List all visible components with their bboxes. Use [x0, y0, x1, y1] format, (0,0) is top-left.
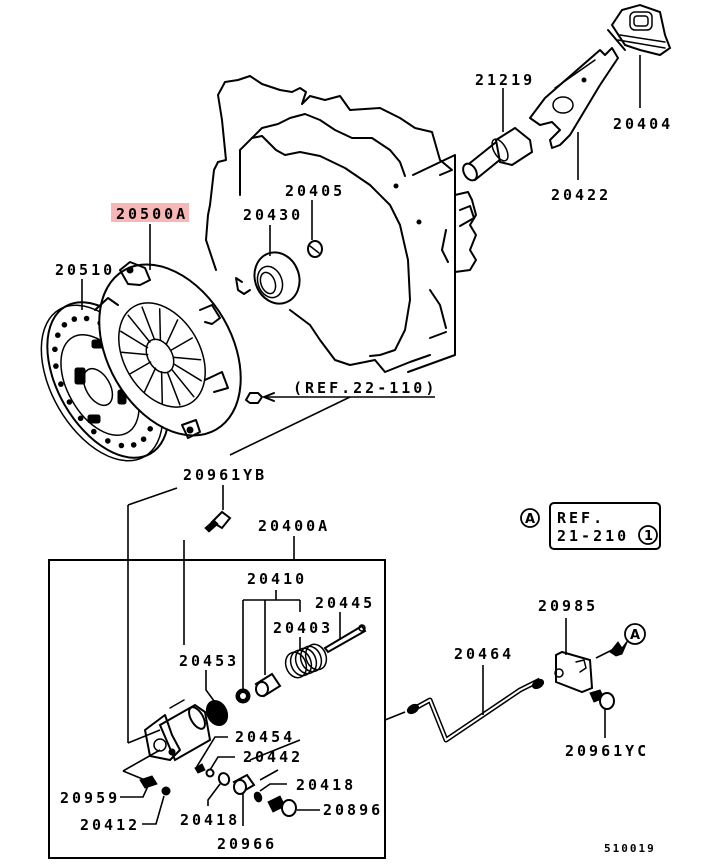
- clutch-tube: [249, 665, 545, 761]
- label-20453[interactable]: 20453: [179, 652, 239, 670]
- slave-cylinder-box: [48, 487, 386, 859]
- label-20410[interactable]: 20410: [247, 570, 307, 588]
- bolt-20959: [120, 749, 161, 798]
- diaphragm-finger: [171, 369, 195, 398]
- ref-box-circled-number: 1: [644, 529, 653, 544]
- bracket: [554, 618, 594, 694]
- facing-rivet: [91, 428, 97, 435]
- facing-rivet: [83, 315, 90, 322]
- union-bolt: [267, 795, 320, 817]
- gasket-left: [207, 772, 231, 806]
- marker-a-icon: A: [525, 512, 535, 527]
- part-labels: 20500A 20510 20430 20405 21219 20422 204…: [55, 71, 673, 855]
- facing-rivet: [118, 442, 125, 449]
- facing-rivet: [77, 415, 84, 422]
- label-21219[interactable]: 21219: [475, 71, 535, 89]
- label-20404[interactable]: 20404: [613, 115, 673, 133]
- facing-rivet: [52, 346, 58, 353]
- label-20985[interactable]: 20985: [538, 597, 598, 615]
- label-20418-right[interactable]: 20418: [296, 776, 356, 794]
- diaphragm-finger: [170, 337, 193, 351]
- bolt-20961yb: [204, 485, 232, 533]
- transmission-housing: [205, 75, 477, 373]
- highlight-20500a: [111, 203, 189, 222]
- leader-lines-top: [81, 55, 641, 310]
- facing-rivet: [147, 426, 153, 432]
- diaphragm-finger: [173, 356, 202, 361]
- label-20403[interactable]: 20403: [273, 619, 333, 637]
- facing-rivet: [53, 363, 59, 369]
- fork-boot: [607, 3, 672, 57]
- diaphragm-finger: [165, 319, 179, 345]
- push-rod: [323, 612, 367, 654]
- diaphragm-finger: [129, 361, 152, 375]
- label-20896[interactable]: 20896: [323, 801, 383, 819]
- label-20430[interactable]: 20430: [243, 206, 303, 224]
- label-20405[interactable]: 20405: [285, 182, 345, 200]
- piston-spring: [284, 643, 328, 679]
- diaphragm-finger: [141, 306, 156, 341]
- repair-kit-20410: [235, 590, 328, 704]
- label-ref-box-line2[interactable]: 21-210: [557, 527, 629, 545]
- bolt-20961yc: [589, 689, 615, 738]
- arrow-to-a: [595, 639, 629, 659]
- label-20966[interactable]: 20966: [217, 835, 277, 853]
- label-20961yc[interactable]: 20961YC: [565, 742, 649, 760]
- facing-rivet: [105, 438, 111, 444]
- release-fork: [529, 47, 619, 149]
- plug: [307, 240, 323, 258]
- label-20412[interactable]: 20412: [80, 816, 140, 834]
- label-20400a[interactable]: 20400A: [258, 517, 330, 535]
- bleeder-screw: [194, 736, 228, 774]
- clutch-cover-assembly: [94, 261, 242, 439]
- facing-rivet: [55, 332, 61, 339]
- ref-22-110-callout: [229, 392, 435, 456]
- diaphragm-finger: [160, 371, 164, 404]
- release-bearing: [235, 251, 301, 305]
- facing-rivet: [130, 442, 137, 448]
- facing-rivet: [66, 399, 73, 405]
- diaphragm-finger: [120, 330, 149, 349]
- figure-id: 510019: [604, 842, 656, 855]
- label-20961yb[interactable]: 20961YB: [183, 466, 267, 484]
- label-20418-left[interactable]: 20418: [180, 811, 240, 829]
- diaphragm-finger: [158, 308, 162, 341]
- label-20445[interactable]: 20445: [315, 594, 375, 612]
- bearing-sleeve: [462, 126, 534, 182]
- union-fitting: [232, 769, 279, 826]
- gasket-right: [253, 783, 287, 803]
- diaphragm-finger: [166, 371, 181, 406]
- nut-20412: [142, 786, 171, 825]
- diaphragm-finger: [143, 367, 157, 393]
- label-20454[interactable]: 20454: [235, 728, 295, 746]
- label-20500a[interactable]: 20500A: [116, 205, 188, 223]
- diaphragm-finger: [120, 351, 149, 356]
- facing-rivet: [140, 436, 147, 443]
- ref-21-210-box: [520, 502, 661, 645]
- slave-cylinder-body: [127, 699, 212, 762]
- marker-a-icon-2: A: [630, 628, 640, 643]
- boot-20453: [205, 670, 229, 727]
- diaphragm-finger: [127, 314, 151, 343]
- label-20442[interactable]: 20442: [243, 748, 303, 766]
- diaphragm-finger: [173, 363, 202, 382]
- label-ref-22-110[interactable]: (REF.22-110): [293, 379, 437, 397]
- label-ref-box-line1[interactable]: REF.: [557, 509, 605, 527]
- label-20959[interactable]: 20959: [60, 789, 120, 807]
- label-20422[interactable]: 20422: [551, 186, 611, 204]
- label-20510[interactable]: 20510: [55, 261, 115, 279]
- facing-rivet: [61, 322, 68, 328]
- facing-rivet: [58, 381, 64, 387]
- label-20464[interactable]: 20464: [454, 645, 514, 663]
- facing-rivet: [71, 316, 78, 322]
- bleeder-cap: [205, 756, 235, 778]
